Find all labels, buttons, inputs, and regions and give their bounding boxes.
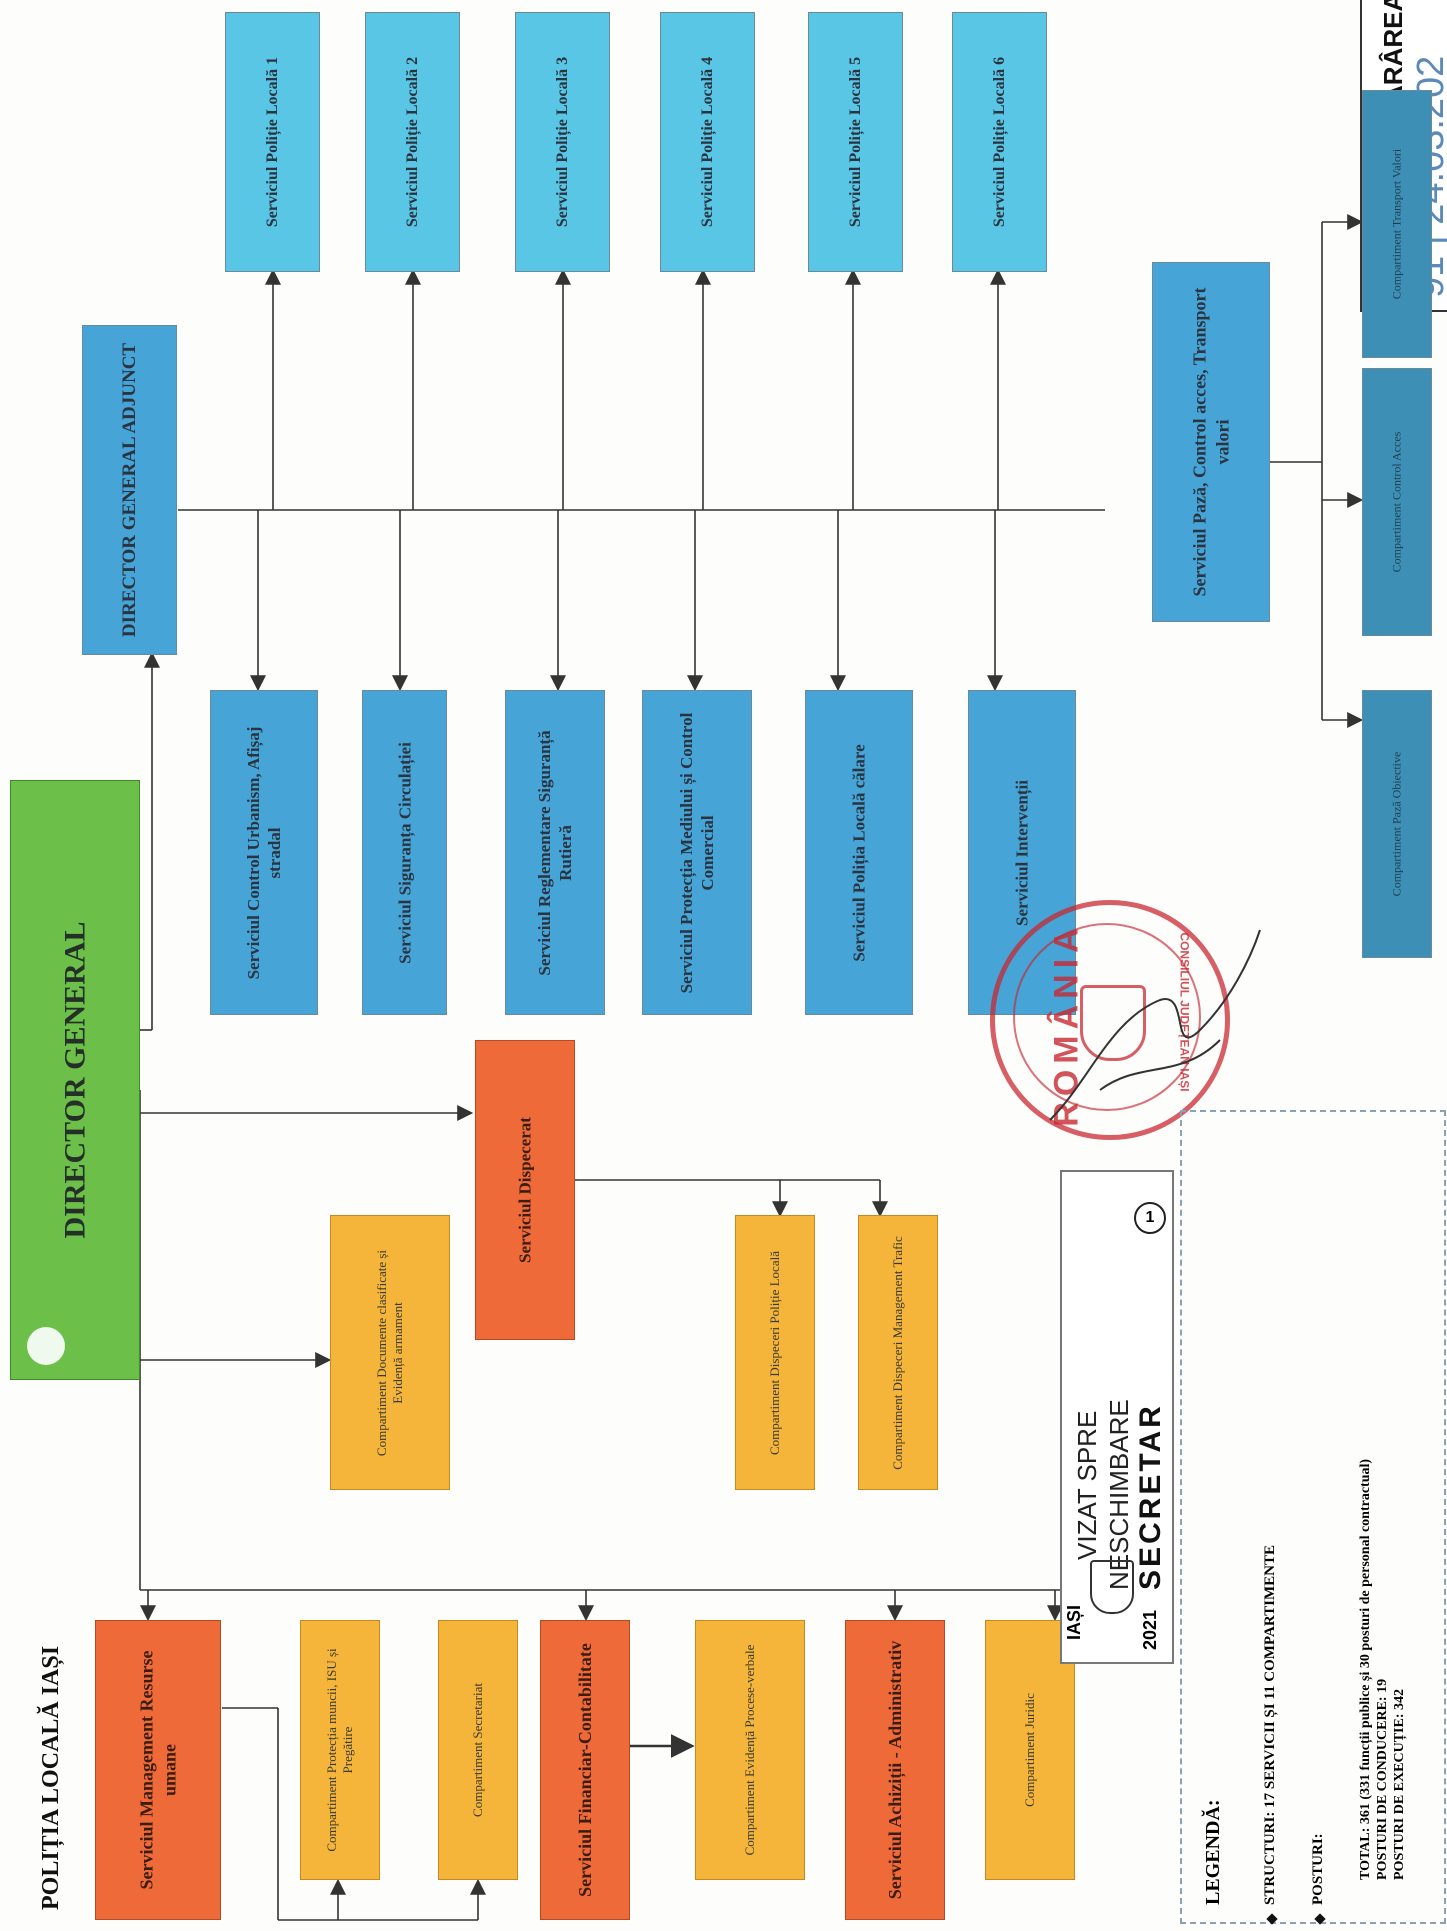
coat-of-arms-icon xyxy=(1090,1560,1134,1614)
service-reglementare-siguranta[interactable]: Serviciul Reglementare Siguranță Rutieră xyxy=(505,690,605,1015)
service-protectia-mediului[interactable]: Serviciul Protecția Mediului și Control … xyxy=(642,690,752,1015)
legend-posturi: POSTURI: xyxy=(1310,1833,1326,1905)
compartment-secretariat[interactable]: Compartiment Secretariat xyxy=(438,1620,518,1880)
legend-box xyxy=(1180,1110,1446,1924)
compartment-dispeceri-trafic[interactable]: Compartiment Dispeceri Management Trafic xyxy=(858,1215,938,1490)
seal-stamp: ROMÂNIA CONSILIUL JUDEȚEAN IAȘI xyxy=(990,900,1230,1140)
seal-coat-of-arms-icon xyxy=(1080,985,1146,1061)
service-local-police-2[interactable]: Serviciul Poliție Locală 2 xyxy=(365,12,460,272)
service-dispecerat[interactable]: Serviciul Dispecerat xyxy=(475,1040,575,1340)
service-paza[interactable]: Serviciul Pază, Control acces, Transport… xyxy=(1152,262,1270,622)
compartment-protectia-muncii[interactable]: Compartiment Protecția muncii, ISU și Pr… xyxy=(300,1620,380,1880)
service-local-police-3[interactable]: Serviciul Poliție Locală 3 xyxy=(515,12,610,272)
legend-total: TOTAL: 361 (331 funcții publice și 30 po… xyxy=(1358,1458,1373,1880)
service-control-urbanism[interactable]: Serviciul Control Urbanism, Afișaj strad… xyxy=(210,690,318,1015)
compartment-dispeceri-politie[interactable]: Compartiment Dispeceri Poliție Locală xyxy=(735,1215,815,1490)
compartment-control-acces[interactable]: Compartiment Control Acces xyxy=(1362,368,1432,636)
director-general-box[interactable]: DIRECTOR GENERAL xyxy=(10,780,140,1380)
compartment-evidenta-procese[interactable]: Compartiment Evidență Procese-verbale xyxy=(695,1620,805,1880)
service-local-police-6[interactable]: Serviciul Poliție Locală 6 xyxy=(952,12,1047,272)
vizat-number-icon: 1 xyxy=(1134,1202,1166,1234)
compartment-transport-valori[interactable]: Compartiment Transport Valori xyxy=(1362,90,1432,358)
legend-executie: POSTURI DE EXECUȚIE: 342 xyxy=(1392,1689,1407,1880)
vizat-stamp xyxy=(1060,1170,1174,1664)
compartment-documente-clasificate[interactable]: Compartiment Documente clasificate și Ev… xyxy=(330,1215,450,1490)
compartment-paza-obiective[interactable]: Compartiment Pază Obiective xyxy=(1362,690,1432,958)
service-achizitii-administrativ[interactable]: Serviciul Achiziții - Administrativ xyxy=(845,1620,945,1920)
service-resurse-umane[interactable]: Serviciul Management Resurse umane xyxy=(95,1620,221,1920)
director-adjunct-box[interactable]: DIRECTOR GENERAL ADJUNCT xyxy=(82,325,177,655)
legend-structuri: STRUCTURI: 17 SERVICII ȘI 11 COMPARTIMEN… xyxy=(1262,1545,1278,1905)
service-local-police-5[interactable]: Serviciul Poliție Locală 5 xyxy=(808,12,903,272)
legend-title: LEGENDĂ: xyxy=(1202,1799,1224,1905)
legend-conducere: POSTURI DE CONDUCERE: 19 xyxy=(1375,1678,1390,1880)
service-politia-calare[interactable]: Serviciul Poliția Locală călare xyxy=(805,690,913,1015)
service-financiar-contabilitate[interactable]: Serviciul Financiar-Contabilitate xyxy=(540,1620,630,1920)
service-local-police-4[interactable]: Serviciul Poliție Locală 4 xyxy=(660,12,755,272)
logo-icon xyxy=(27,1327,65,1365)
service-local-police-1[interactable]: Serviciul Poliție Locală 1 xyxy=(225,12,320,272)
service-siguranta-circulatiei[interactable]: Serviciul Siguranța Circulației xyxy=(362,690,447,1015)
